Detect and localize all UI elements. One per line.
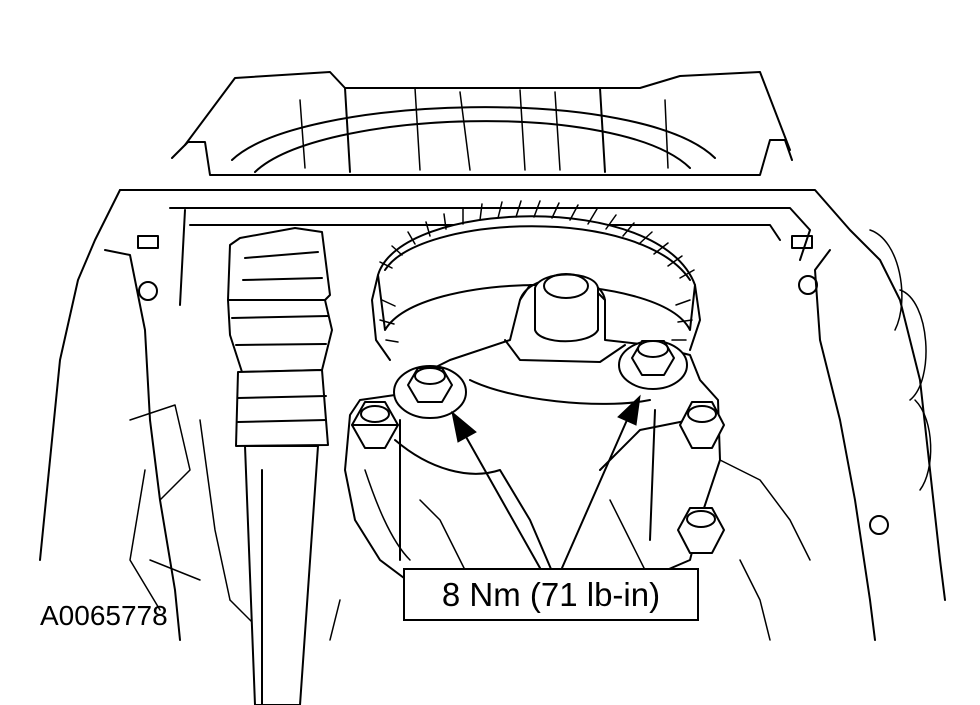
callout-arrow-left [451,410,541,569]
torque-spec-text: 8 Nm (71 lb-in) [441,575,661,613]
flange-bolt-left [351,401,399,449]
left-case-ribs [129,404,261,631]
housing-flange [39,189,946,641]
torqued-bolt-right [618,340,688,390]
shift-shaft [227,227,333,705]
torqued-bolt-left [393,365,467,419]
flange-bolt-right-lower [677,507,725,554]
lower-case-lines [329,459,811,641]
flange-bolt-right-upper [679,401,725,449]
callout-arrow-right [561,394,641,569]
torque-spec-callout: 8 Nm (71 lb-in) [403,568,699,621]
figure-identifier: A0065778 [40,600,168,631]
carrier-housing [344,273,721,591]
ring-gear [371,200,701,361]
transmission-case-upper [171,71,793,176]
